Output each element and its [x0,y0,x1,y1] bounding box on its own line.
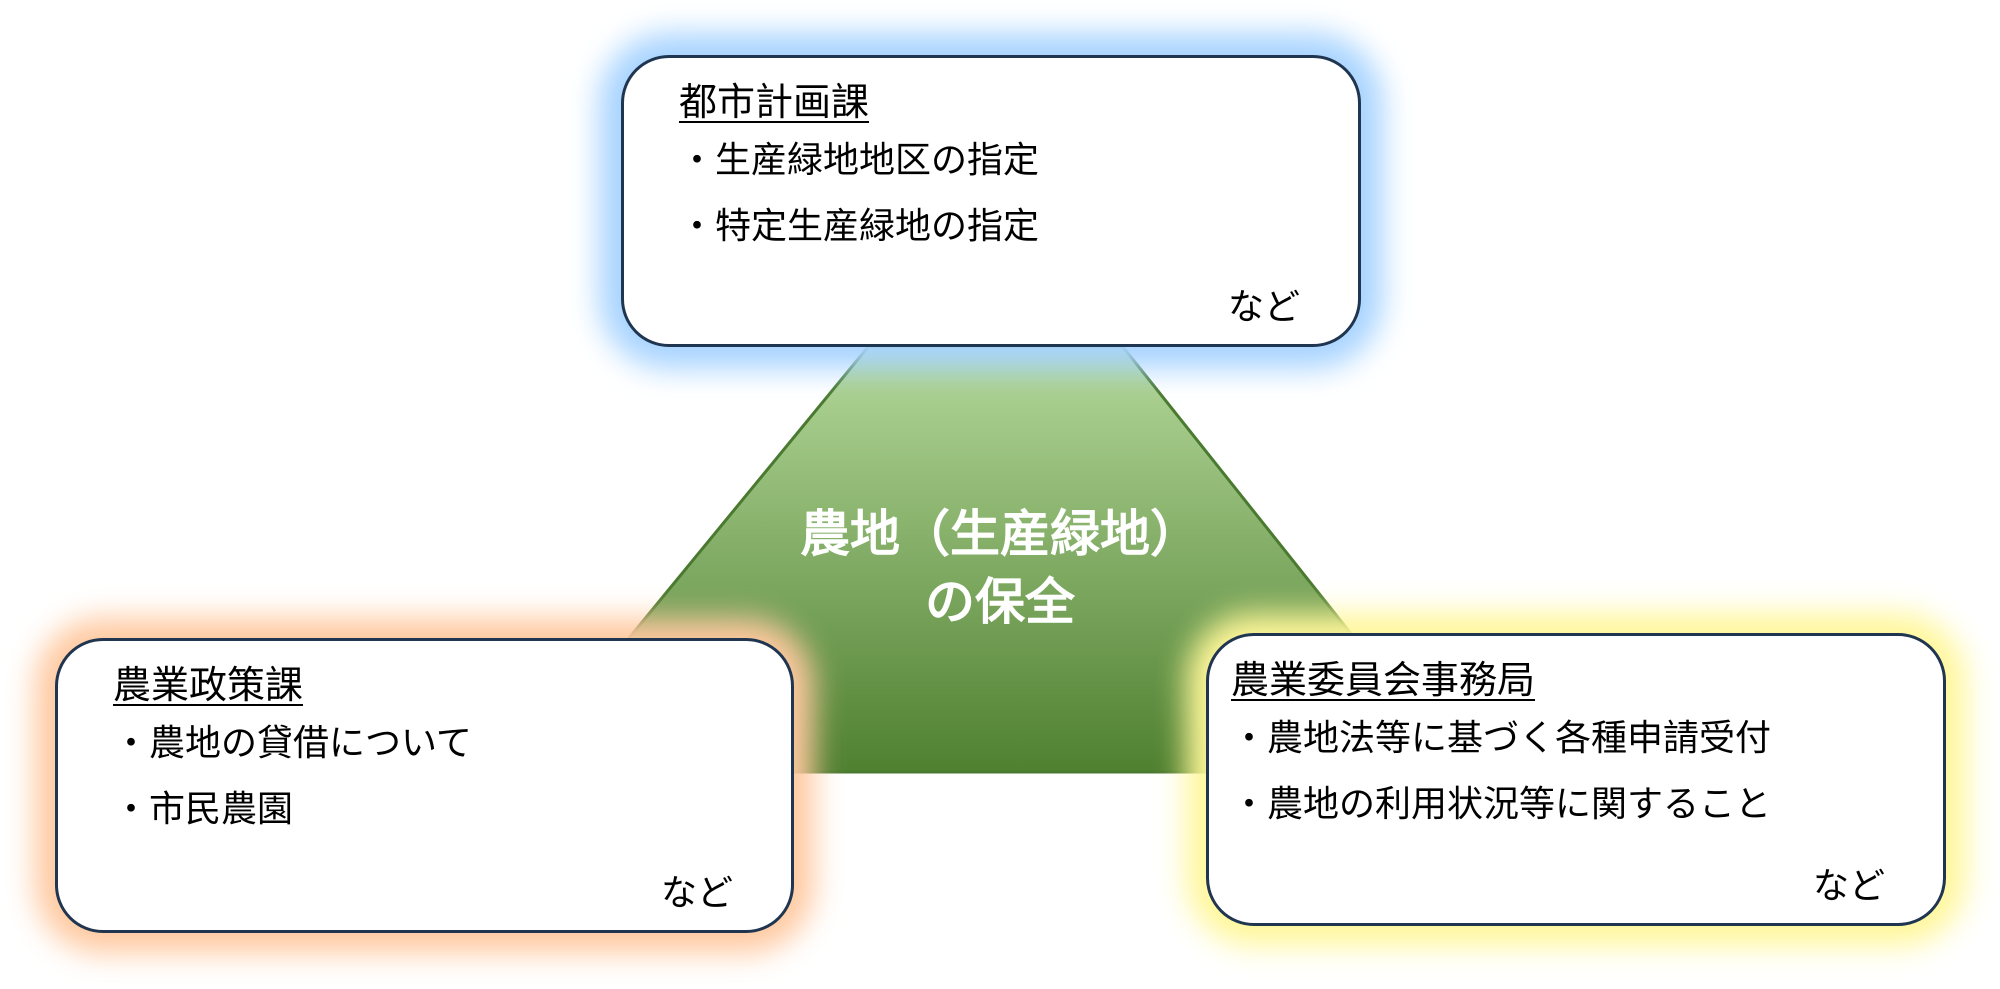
list-item: ・農地法等に基づく各種申請受付 [1231,718,1772,759]
list-item: ・特定生産緑地の指定 [679,206,1040,247]
agricultural-committee-box: 農業委員会事務局 ・農地法等に基づく各種申請受付 ・農地の利用状況等に関すること… [1206,633,1946,926]
box-title: 農業委員会事務局 [1231,658,1536,702]
center-title-line2: の保全 [925,573,1075,631]
center-title-line1: 農地（生産緑地） [800,505,1200,563]
list-item: ・市民農園 [113,789,294,830]
box-title: 都市計画課 [679,80,870,124]
agricultural-policy-box: 農業政策課 ・農地の貸借について ・市民農園 など [55,638,794,933]
list-item: ・農地の利用状況等に関すること [1231,784,1772,825]
list-item: ・農地の貸借について [113,723,472,764]
etc-label: など [1812,866,1885,907]
etc-label: など [660,873,733,914]
etc-label: など [1227,287,1300,328]
box-title: 農業政策課 [113,663,304,707]
list-item: ・生産緑地地区の指定 [679,140,1040,181]
urban-planning-box: 都市計画課 ・生産緑地地区の指定 ・特定生産緑地の指定 など [621,55,1361,347]
